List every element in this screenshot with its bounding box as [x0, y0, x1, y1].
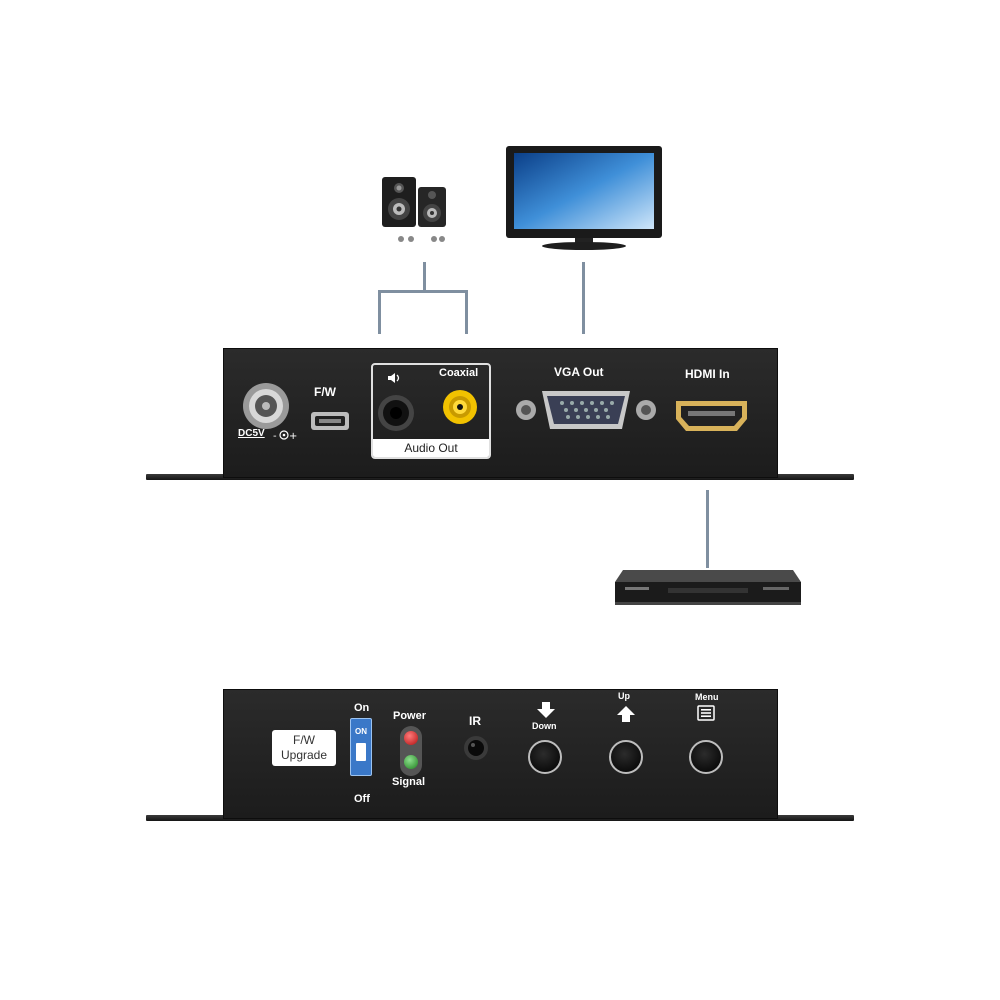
down-button[interactable] [528, 740, 562, 774]
coaxial-label: Coaxial [439, 367, 479, 379]
speaker-volume-icon [387, 371, 401, 383]
polarity-icon: - + [273, 428, 297, 442]
dc-label: DC5V [238, 428, 265, 439]
down-label: Down [532, 721, 557, 731]
ir-sensor [463, 735, 489, 761]
led-indicator [400, 726, 422, 776]
signal-label: Signal [392, 776, 426, 788]
menu-button[interactable] [689, 740, 723, 774]
hdmi-in-label: HDMI In [685, 367, 730, 381]
fw-upgrade-switch[interactable]: ON [350, 718, 372, 776]
svg-text:-: - [273, 431, 277, 441]
power-led [404, 731, 418, 745]
dc-power-jack[interactable] [241, 381, 291, 431]
menu-icon [697, 705, 715, 721]
fw-port-label: F/W [314, 385, 336, 399]
front-panel: F/W Upgrade On ON Off Power Signal IR Do… [223, 689, 778, 819]
svg-text:+: + [289, 431, 297, 441]
power-label: Power [393, 710, 427, 722]
up-button[interactable] [609, 740, 643, 774]
vga-out-port[interactable] [514, 387, 658, 433]
vga-out-label: VGA Out [554, 365, 604, 379]
switch-off-label: Off [354, 793, 370, 805]
rear-panel: DC5V - + F/W Coaxial [223, 348, 778, 478]
ir-label: IR [469, 714, 481, 728]
up-label: Up [618, 691, 630, 701]
signal-led [404, 755, 418, 769]
analog-audio-jack[interactable] [377, 394, 415, 432]
up-arrow-icon [617, 706, 635, 722]
monitor-icon [505, 145, 665, 253]
menu-label: Menu [695, 692, 719, 702]
audio-out-group [371, 363, 491, 459]
switch-on-label: On [354, 702, 370, 714]
coaxial-port[interactable] [442, 389, 478, 425]
fw-upgrade-label: F/W Upgrade [272, 730, 336, 766]
hdmi-in-port[interactable] [674, 399, 749, 433]
dvd-player-icon [613, 568, 803, 606]
audio-out-label: Audio Out [404, 441, 458, 455]
down-arrow-icon [537, 702, 555, 718]
speakers-icon [380, 175, 450, 250]
fw-usb-port[interactable] [310, 411, 350, 431]
